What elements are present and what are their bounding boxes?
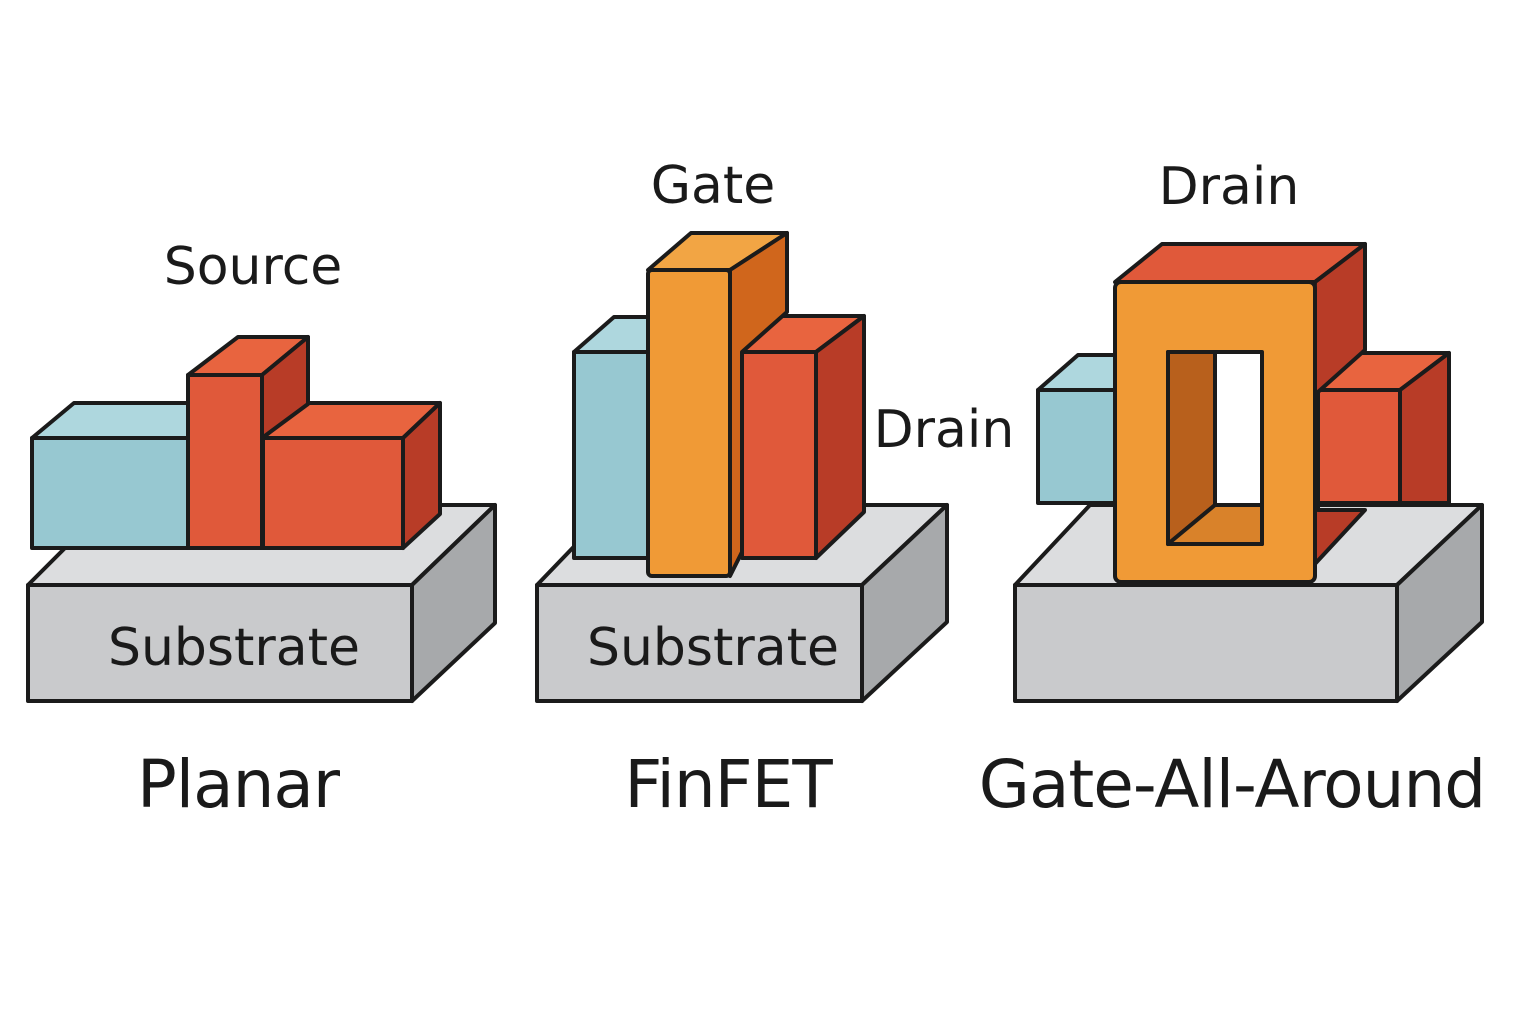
planar-transistor: Source Substrate Planar — [26, 237, 497, 823]
finfet-title: FinFET — [624, 746, 833, 823]
planar-gate-block — [186, 335, 310, 550]
gaa-transistor: Drain Gate-All-Around — [979, 157, 1486, 823]
finfet-substrate-label: Substrate — [587, 618, 839, 678]
gaa-source-block — [1036, 353, 1152, 505]
finfet-drain-block — [740, 314, 866, 560]
planar-drain-block — [261, 401, 442, 550]
finfet-drain-label: Drain — [874, 400, 1015, 460]
gaa-title: Gate-All-Around — [979, 746, 1485, 823]
planar-title: Planar — [137, 746, 341, 823]
gaa-drain-label: Drain — [1159, 157, 1300, 217]
finfet-gate-block — [646, 231, 789, 578]
finfet-transistor: Gate Drain Substrate FinFET — [535, 156, 1015, 823]
finfet-gate-label: Gate — [651, 156, 776, 216]
planar-substrate-label: Substrate — [108, 618, 360, 678]
planar-source-label: Source — [164, 237, 343, 297]
gaa-gate-block — [1113, 242, 1367, 584]
